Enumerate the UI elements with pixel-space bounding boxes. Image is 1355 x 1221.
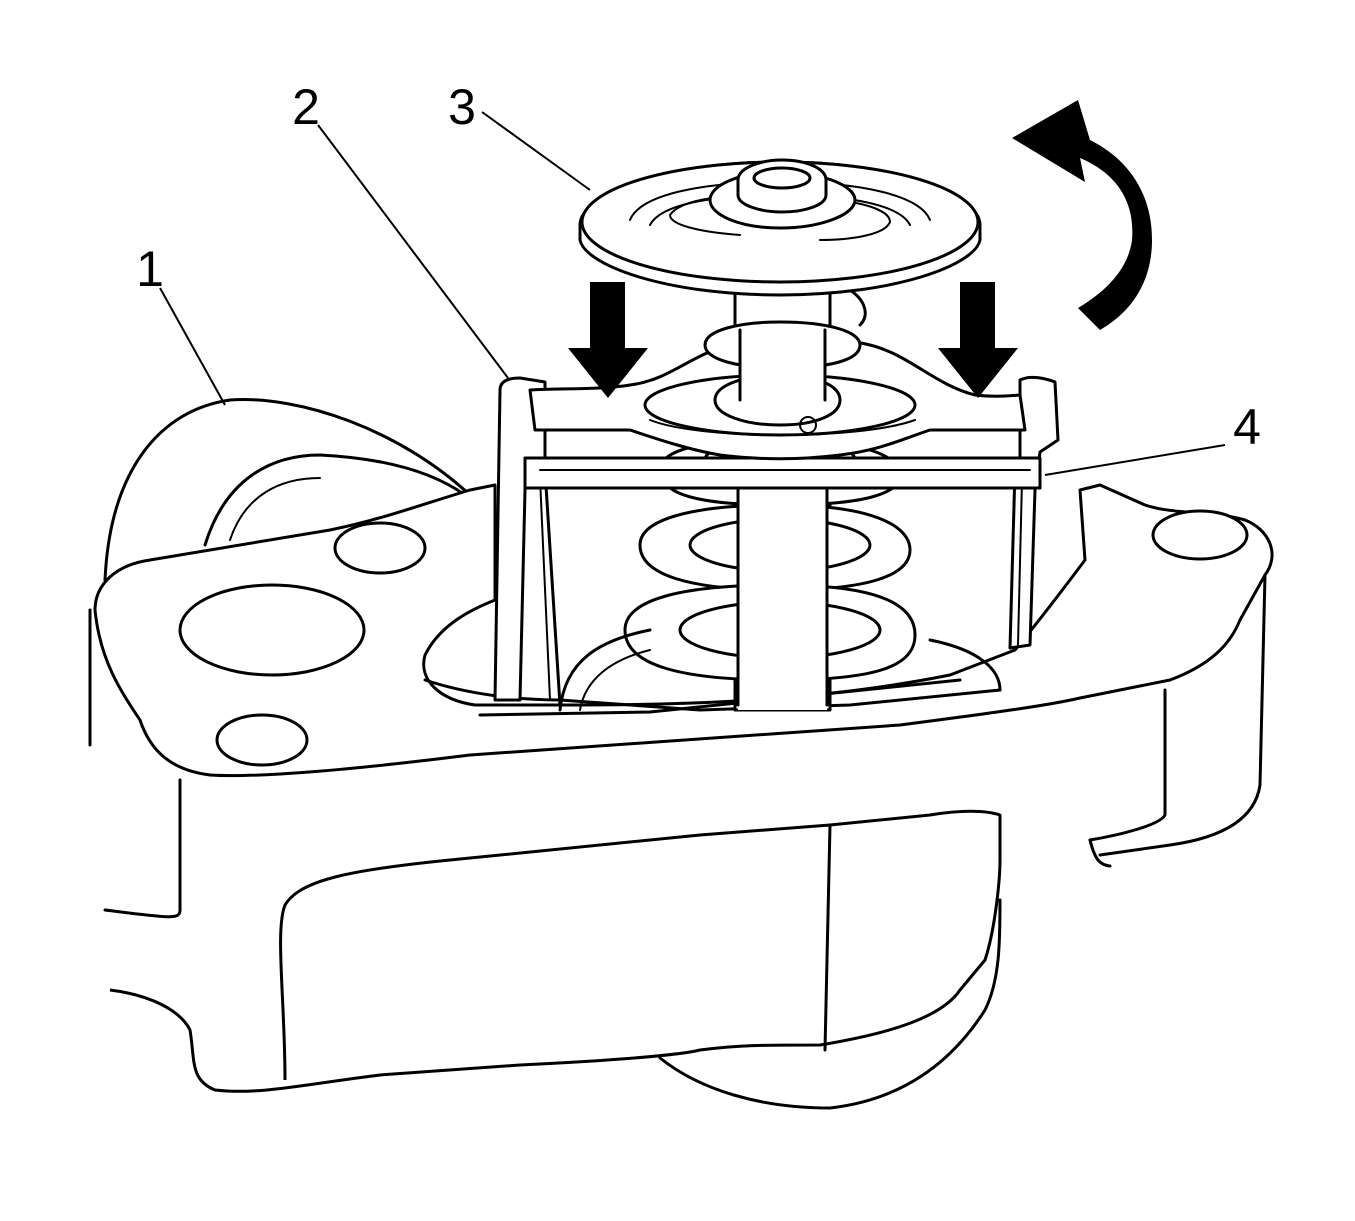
thermostat-frame xyxy=(493,375,1060,707)
callout-2: 2 xyxy=(292,79,320,135)
thermostat-bridge xyxy=(528,288,1027,461)
arrow-down-icon xyxy=(568,282,648,398)
callout-3: 3 xyxy=(448,79,476,135)
leader-line-4 xyxy=(1044,444,1226,476)
rotate-counterclockwise-icon xyxy=(1012,100,1152,330)
leader-lines xyxy=(159,111,1226,476)
arrow-down-icon xyxy=(938,282,1018,398)
thermostat-valve-disc xyxy=(578,158,982,297)
leader-line-1 xyxy=(159,287,226,406)
leader-line-3 xyxy=(481,111,591,191)
thermostat-housing xyxy=(88,398,1274,1110)
callout-1: 1 xyxy=(136,241,164,297)
leader-line-2 xyxy=(317,124,509,379)
callout-4: 4 xyxy=(1233,399,1261,455)
